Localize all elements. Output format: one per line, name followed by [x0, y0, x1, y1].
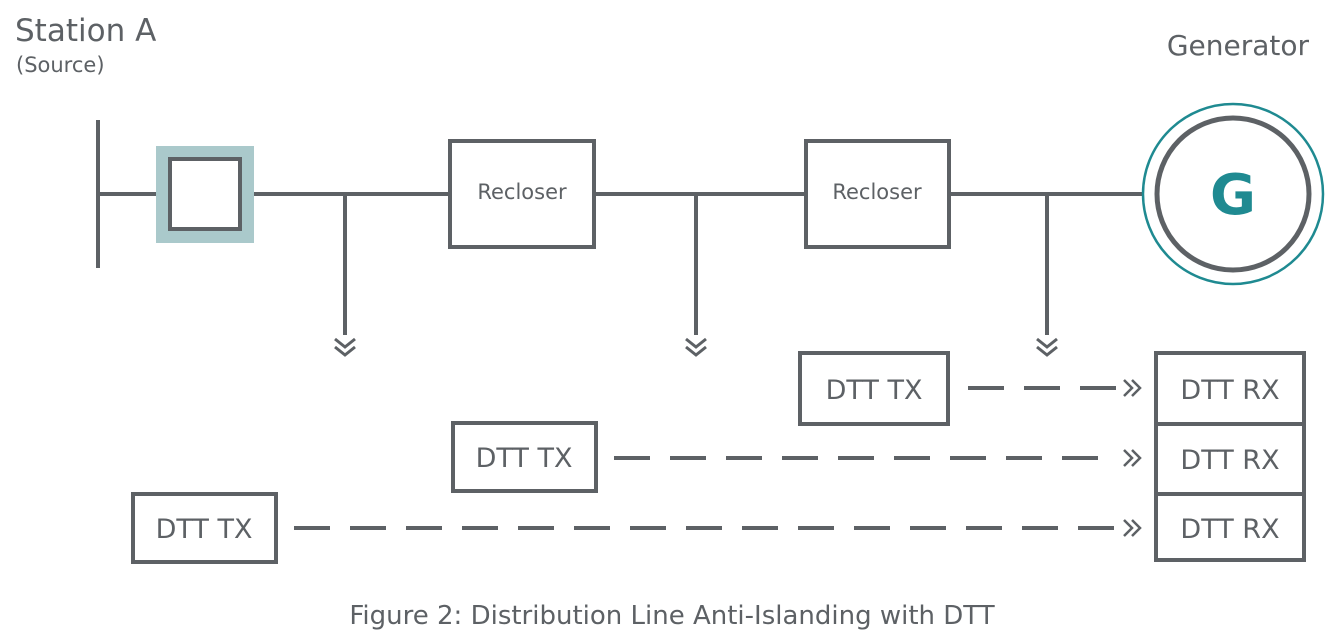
generator-symbol: G: [1210, 163, 1256, 228]
dtt-rx-2-label: DTT RX: [1180, 445, 1279, 476]
dtt-rx-1-label: DTT RX: [1180, 375, 1279, 406]
recloser-2: Recloser: [804, 139, 951, 249]
dtt-rx-3: DTT RX: [1154, 492, 1306, 562]
load-tap-3: [1036, 194, 1058, 357]
dtt-link-2: [600, 449, 1142, 467]
figure-caption: Figure 2: Distribution Line Anti-Islandi…: [349, 601, 994, 631]
dtt-tx-3-label: DTT TX: [156, 514, 253, 545]
dtt-link-1: [968, 379, 1142, 397]
dtt-rx-2: DTT RX: [1154, 422, 1306, 496]
station-subtitle: (Source): [16, 53, 105, 77]
generator-title: Generator: [1167, 29, 1310, 62]
dtt-rx-3-label: DTT RX: [1180, 514, 1279, 545]
dtt-tx-1-label: DTT TX: [826, 375, 923, 406]
generator: G: [1141, 102, 1325, 286]
dtt-link-3: [280, 519, 1142, 537]
load-tap-1: [334, 194, 356, 357]
station-title: Station A: [15, 13, 156, 49]
dtt-tx-3: DTT TX: [131, 492, 278, 564]
recloser-2-label: Recloser: [832, 180, 922, 204]
dtt-rx-1: DTT RX: [1154, 351, 1306, 426]
dtt-tx-2-label: DTT TX: [476, 443, 573, 474]
dtt-tx-2: DTT TX: [451, 421, 598, 493]
load-tap-2: [685, 194, 707, 357]
recloser-1: Recloser: [448, 139, 596, 249]
dtt-tx-1: DTT TX: [798, 351, 950, 426]
recloser-1-label: Recloser: [477, 180, 567, 204]
breaker-box: [168, 157, 242, 231]
